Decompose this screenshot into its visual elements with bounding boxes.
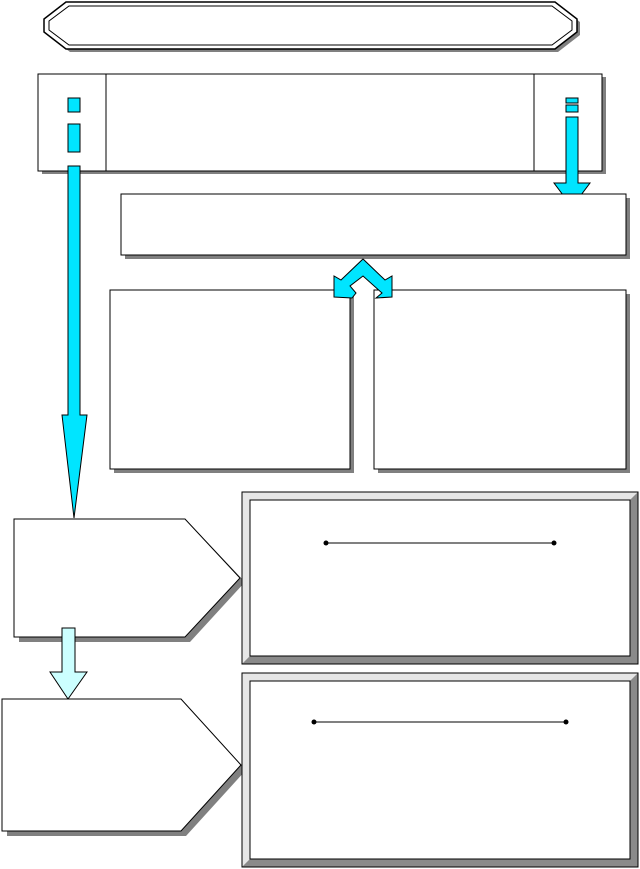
tag-upper: [13, 518, 245, 642]
down-arrow-icon: [49, 627, 88, 700]
title-banner: [43, 1, 580, 52]
divider-end-dot: [551, 540, 557, 546]
divider-end-dot: [323, 540, 329, 546]
divider-end-dot: [563, 719, 569, 725]
left-column-marker-tall: [67, 123, 81, 153]
right-panel: [373, 289, 630, 473]
left-column-marker-small: [67, 97, 81, 113]
right-column-marker-top: [565, 97, 579, 104]
down-arrow-icon: [61, 165, 88, 519]
left-panel: [109, 289, 354, 473]
tag-lower: [1, 698, 246, 836]
divider-end-dot: [311, 719, 317, 725]
right-column-marker-bottom: [565, 104, 579, 113]
frame-upper: [241, 491, 639, 665]
bidirectional-arrow-icon: [333, 258, 393, 299]
frame-lower: [241, 672, 639, 868]
wide-box: [120, 193, 630, 259]
top-box: [37, 73, 606, 174]
